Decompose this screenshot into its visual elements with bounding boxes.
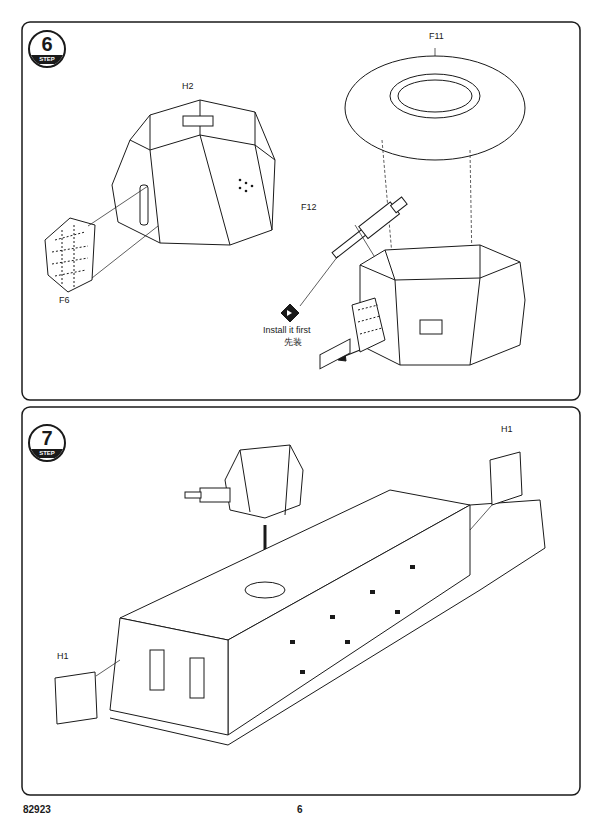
step-panel [22,407,580,795]
part-label: H2 [181,82,195,92]
page-footer: 82923 [22,804,52,815]
part-label: H1 [500,425,514,435]
step-badge: 7STEP [28,424,66,462]
mantlet-part [45,186,158,292]
step-word: STEP [30,449,64,458]
part-label: F6 [58,296,71,306]
step-word: STEP [30,55,64,64]
step-panel [22,22,580,400]
step-number: 6 [30,33,64,55]
install-first-icon [281,304,299,322]
part-label: F12 [300,203,318,213]
part-label: H1 [56,652,70,662]
turret-part [185,445,303,518]
turret-part [112,100,275,245]
buffer-part [55,452,522,724]
part-label: 先装 [283,338,303,348]
part-label: F11 [428,32,445,42]
page-footer: 6 [296,804,304,815]
turret-part [338,245,525,365]
step-badge: 6STEP [28,30,66,68]
wagon-hull [110,339,545,745]
turret-roof-part [345,48,525,265]
step-number: 7 [30,427,64,449]
part-label: Install it first [262,326,312,336]
